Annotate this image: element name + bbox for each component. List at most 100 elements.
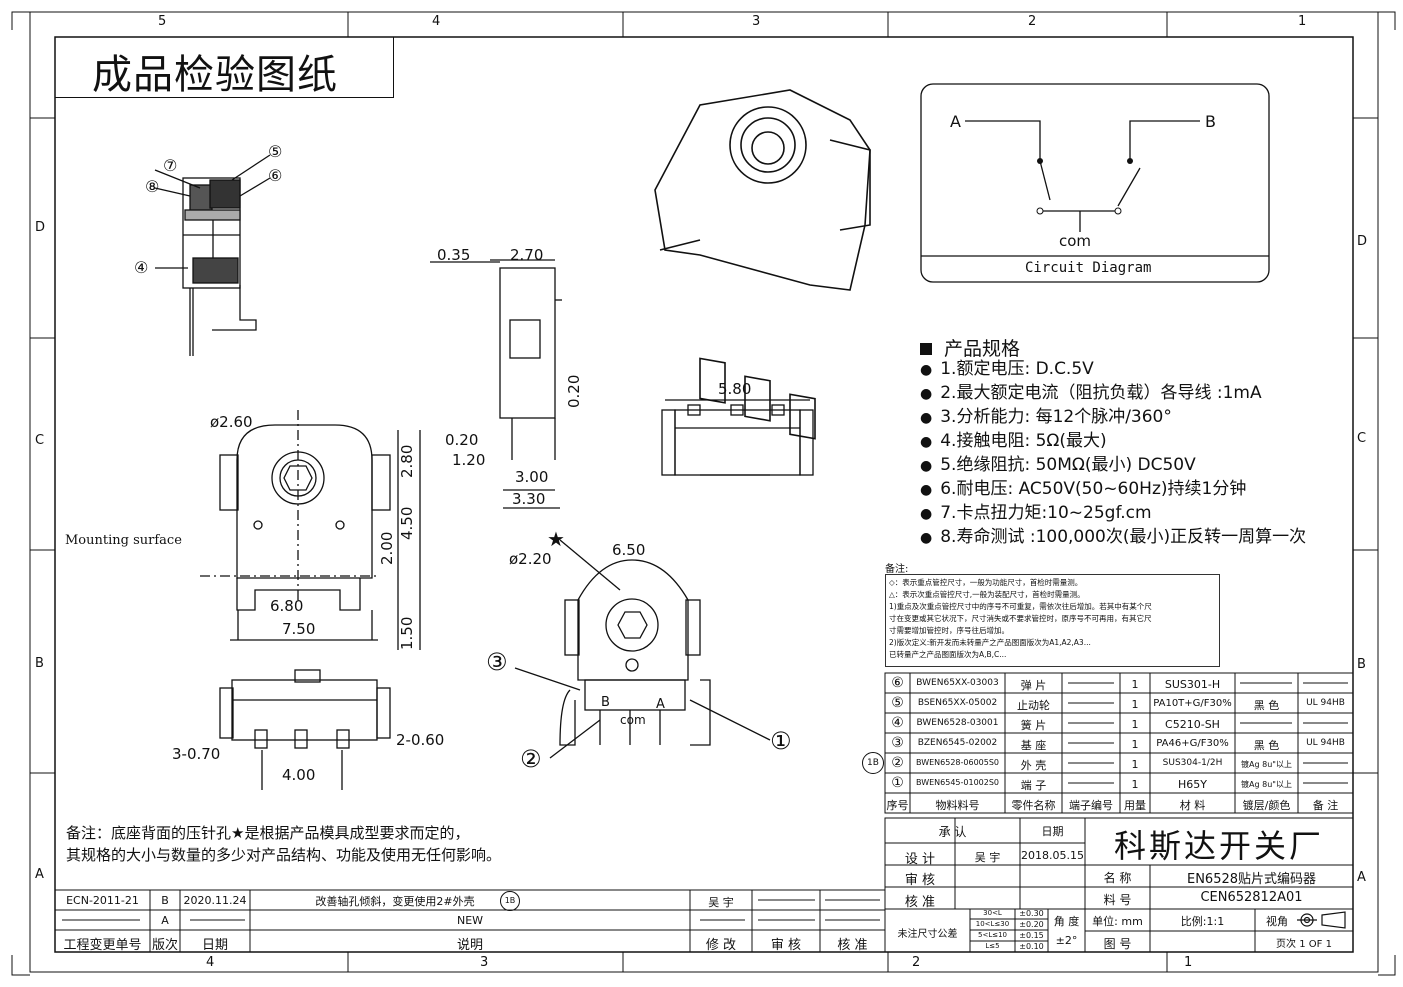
front-view [200,410,421,650]
zone-c-left: C [35,433,45,448]
rev-description: NEW [456,914,484,927]
tb-name-label: 名 称 [1103,871,1132,885]
bottom-note-line: 备注：底座背面的压针孔★是根据产品模具成型要求而定的， [66,824,470,842]
rev-description: 改善轴孔倾斜，变更使用2#外壳 [315,895,475,908]
bom-qty: 1 [1131,738,1139,751]
balloon-5: ⑤ [268,142,283,161]
dim-diameter-260: ø2.60 [210,413,253,431]
tb-product-name: EN6528贴片式编码器 [1186,872,1317,887]
bottom-note-line: 其规格的大小与数量的多少对产品结构、功能及使用无任何影响。 [66,846,502,864]
tb-design-date: 2018.05.15 [1021,849,1084,862]
company-name: 科斯达开关厂 [1114,827,1325,865]
dim-150: 1.50 [398,616,416,650]
spec-item: 2.最大额定电流（阻抗负载）各导线 :1mA [920,382,1306,406]
dim-120: 1.20 [452,451,486,469]
note-line: 1)重点及次重点管控尺寸中的序号不可重复，需依次往后增加。若其中有某个尺 [889,602,1152,611]
balloon-2: ② [520,745,542,773]
tb-approve: 承 认 [938,825,967,839]
tb-approve2-label: 核 准 [904,895,936,910]
tol-range: L≤5 [985,942,1000,950]
bom-no: ① [891,775,904,791]
tol-value: ±0.15 [1019,931,1044,940]
dim-450: 4.50 [398,506,416,540]
bom-material: SUS301-H [1164,678,1221,691]
dim-200: 2.00 [378,531,396,565]
tb-date-label: 日期 [1041,825,1064,838]
title-frame [55,37,394,98]
note-line: 2)版次定义:新开发而未转量产之产品图面版次为A1,A2,A3... [889,638,1091,647]
tb-scale: 比例:1:1 [1180,915,1225,928]
dim-270: 2.70 [510,246,544,264]
note-line: △：表示次重点管控尺寸,一般为装配尺寸，首检时需量测。 [889,590,1085,599]
bom-name: 外 壳 [1020,759,1047,772]
spec-item: 7.卡点扭力矩:10~25gf.cm [920,502,1306,526]
rev-ecn: ECN-2011-21 [66,894,139,907]
bom-material: PA10T+G/F30% [1153,698,1232,709]
circuit-label-com: com [1059,232,1092,250]
zone-d-right: D [1357,234,1368,249]
dim-680: 6.80 [270,597,304,615]
spec-item: 4.接触电阻: 5Ω(最大) [920,430,1306,454]
rev-header: 审 核 [770,938,802,953]
bom-color: 黑 色 [1253,699,1280,712]
tol-range: 10<L≤30 [975,920,1010,928]
zone-4-bottom: 4 [206,955,215,970]
rev-header: 核 准 [837,938,868,953]
rev-header: 说明 [456,938,483,953]
zone-d-left: D [35,220,46,235]
spec-item: 1.额定电压: D.C.5V [920,358,1306,382]
notes-label: 备注: [885,564,909,575]
bom-no: ④ [891,715,904,731]
projection-symbol [1297,911,1346,929]
bom-no: ③ [891,735,904,751]
dim-330: 3.30 [512,490,546,508]
pin-label-b: B [601,695,610,710]
rev-date: 2020.11.24 [183,894,247,907]
balloon-7: ⑦ [163,156,178,175]
tb-view-label: 视角 [1266,915,1288,928]
section-view [154,154,271,356]
bom-no: ⑤ [891,695,904,711]
tb-review-label: 审 核 [904,873,936,888]
bottom-note: 备注：底座背面的压针孔★是根据产品模具成型要求而定的， 其规格的大小与数量的多少… [66,822,501,866]
bom-header-material: 材 料 [1179,799,1206,812]
bom-material: C5210-SH [1165,718,1220,731]
balloon-3: ③ [486,648,508,676]
pin-label-a: A [656,697,665,712]
revision-mark: 1B [500,891,520,911]
balloon-1: ① [770,727,792,755]
bom-no: ② [891,755,904,771]
rev-version: B [161,894,169,907]
tb-tolerance-label: 未注尺寸公差 [897,929,958,940]
rev-by: 吴 宇 [708,896,734,909]
zone-2-bottom: 2 [912,955,921,970]
star-icon: ★ [547,527,565,551]
zone-1-bottom: 1 [1184,955,1193,970]
bom-code: BWEN6528-06005S0 [915,758,999,767]
tb-angle: ±2° [1055,934,1078,947]
tol-value: ±0.10 [1019,942,1044,951]
zone-4-top: 4 [432,14,441,29]
tb-page: 页次 1 OF 1 [1276,939,1332,950]
dim-020-vertical: 0.20 [565,374,583,408]
circuit-label-b: B [1205,112,1216,131]
bom-spec: UL 94HB [1306,698,1345,708]
spec-list: 1.额定电压: D.C.5V 2.最大额定电流（阻抗负载）各导线 :1mA 3.… [920,358,1306,550]
iso-view [654,89,871,440]
tb-partno: CEN652812A01 [1200,890,1303,905]
tol-range: 30<L [983,909,1002,917]
back-view [514,539,771,759]
bom-header-qty: 用量 [1124,799,1146,812]
tol-value: ±0.20 [1019,920,1044,929]
rev-version: A [161,914,169,927]
zone-3-top: 3 [752,14,761,29]
bom-name: 止动轮 [1017,699,1050,712]
right-view [661,399,814,476]
square-bullet-icon [920,343,932,355]
spec-item: 8.寿命测试 :100,000次(最小)正反转一周算一次 [920,526,1306,550]
dim-580: 5.80 [718,380,752,398]
bom-header-no: 序号 [886,799,909,812]
circuit-caption: Circuit Diagram [1025,260,1152,276]
bom-code: BWEN65XX-03003 [916,678,999,688]
bom-code: BSEN65XX-05002 [917,698,998,708]
